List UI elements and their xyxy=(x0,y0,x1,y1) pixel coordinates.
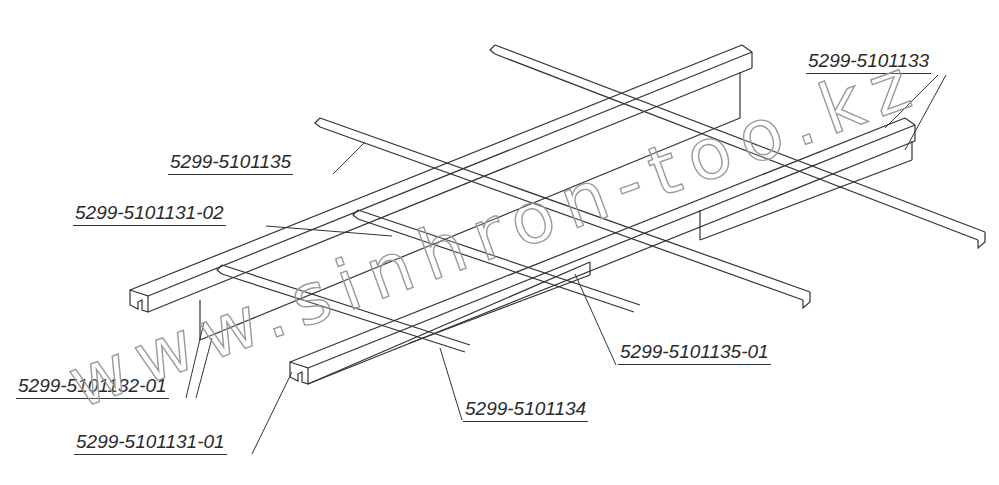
part-number: 5299-5101135 xyxy=(168,151,293,175)
part-number: 5299-5101131-01 xyxy=(74,431,227,455)
part-number: 5299-5101135-01 xyxy=(618,341,771,365)
part-number: 5299-5101134 xyxy=(463,398,588,422)
watermark: www.sinhron-too.kz xyxy=(58,41,931,424)
part-number: 5299-5101131-02 xyxy=(73,202,226,226)
